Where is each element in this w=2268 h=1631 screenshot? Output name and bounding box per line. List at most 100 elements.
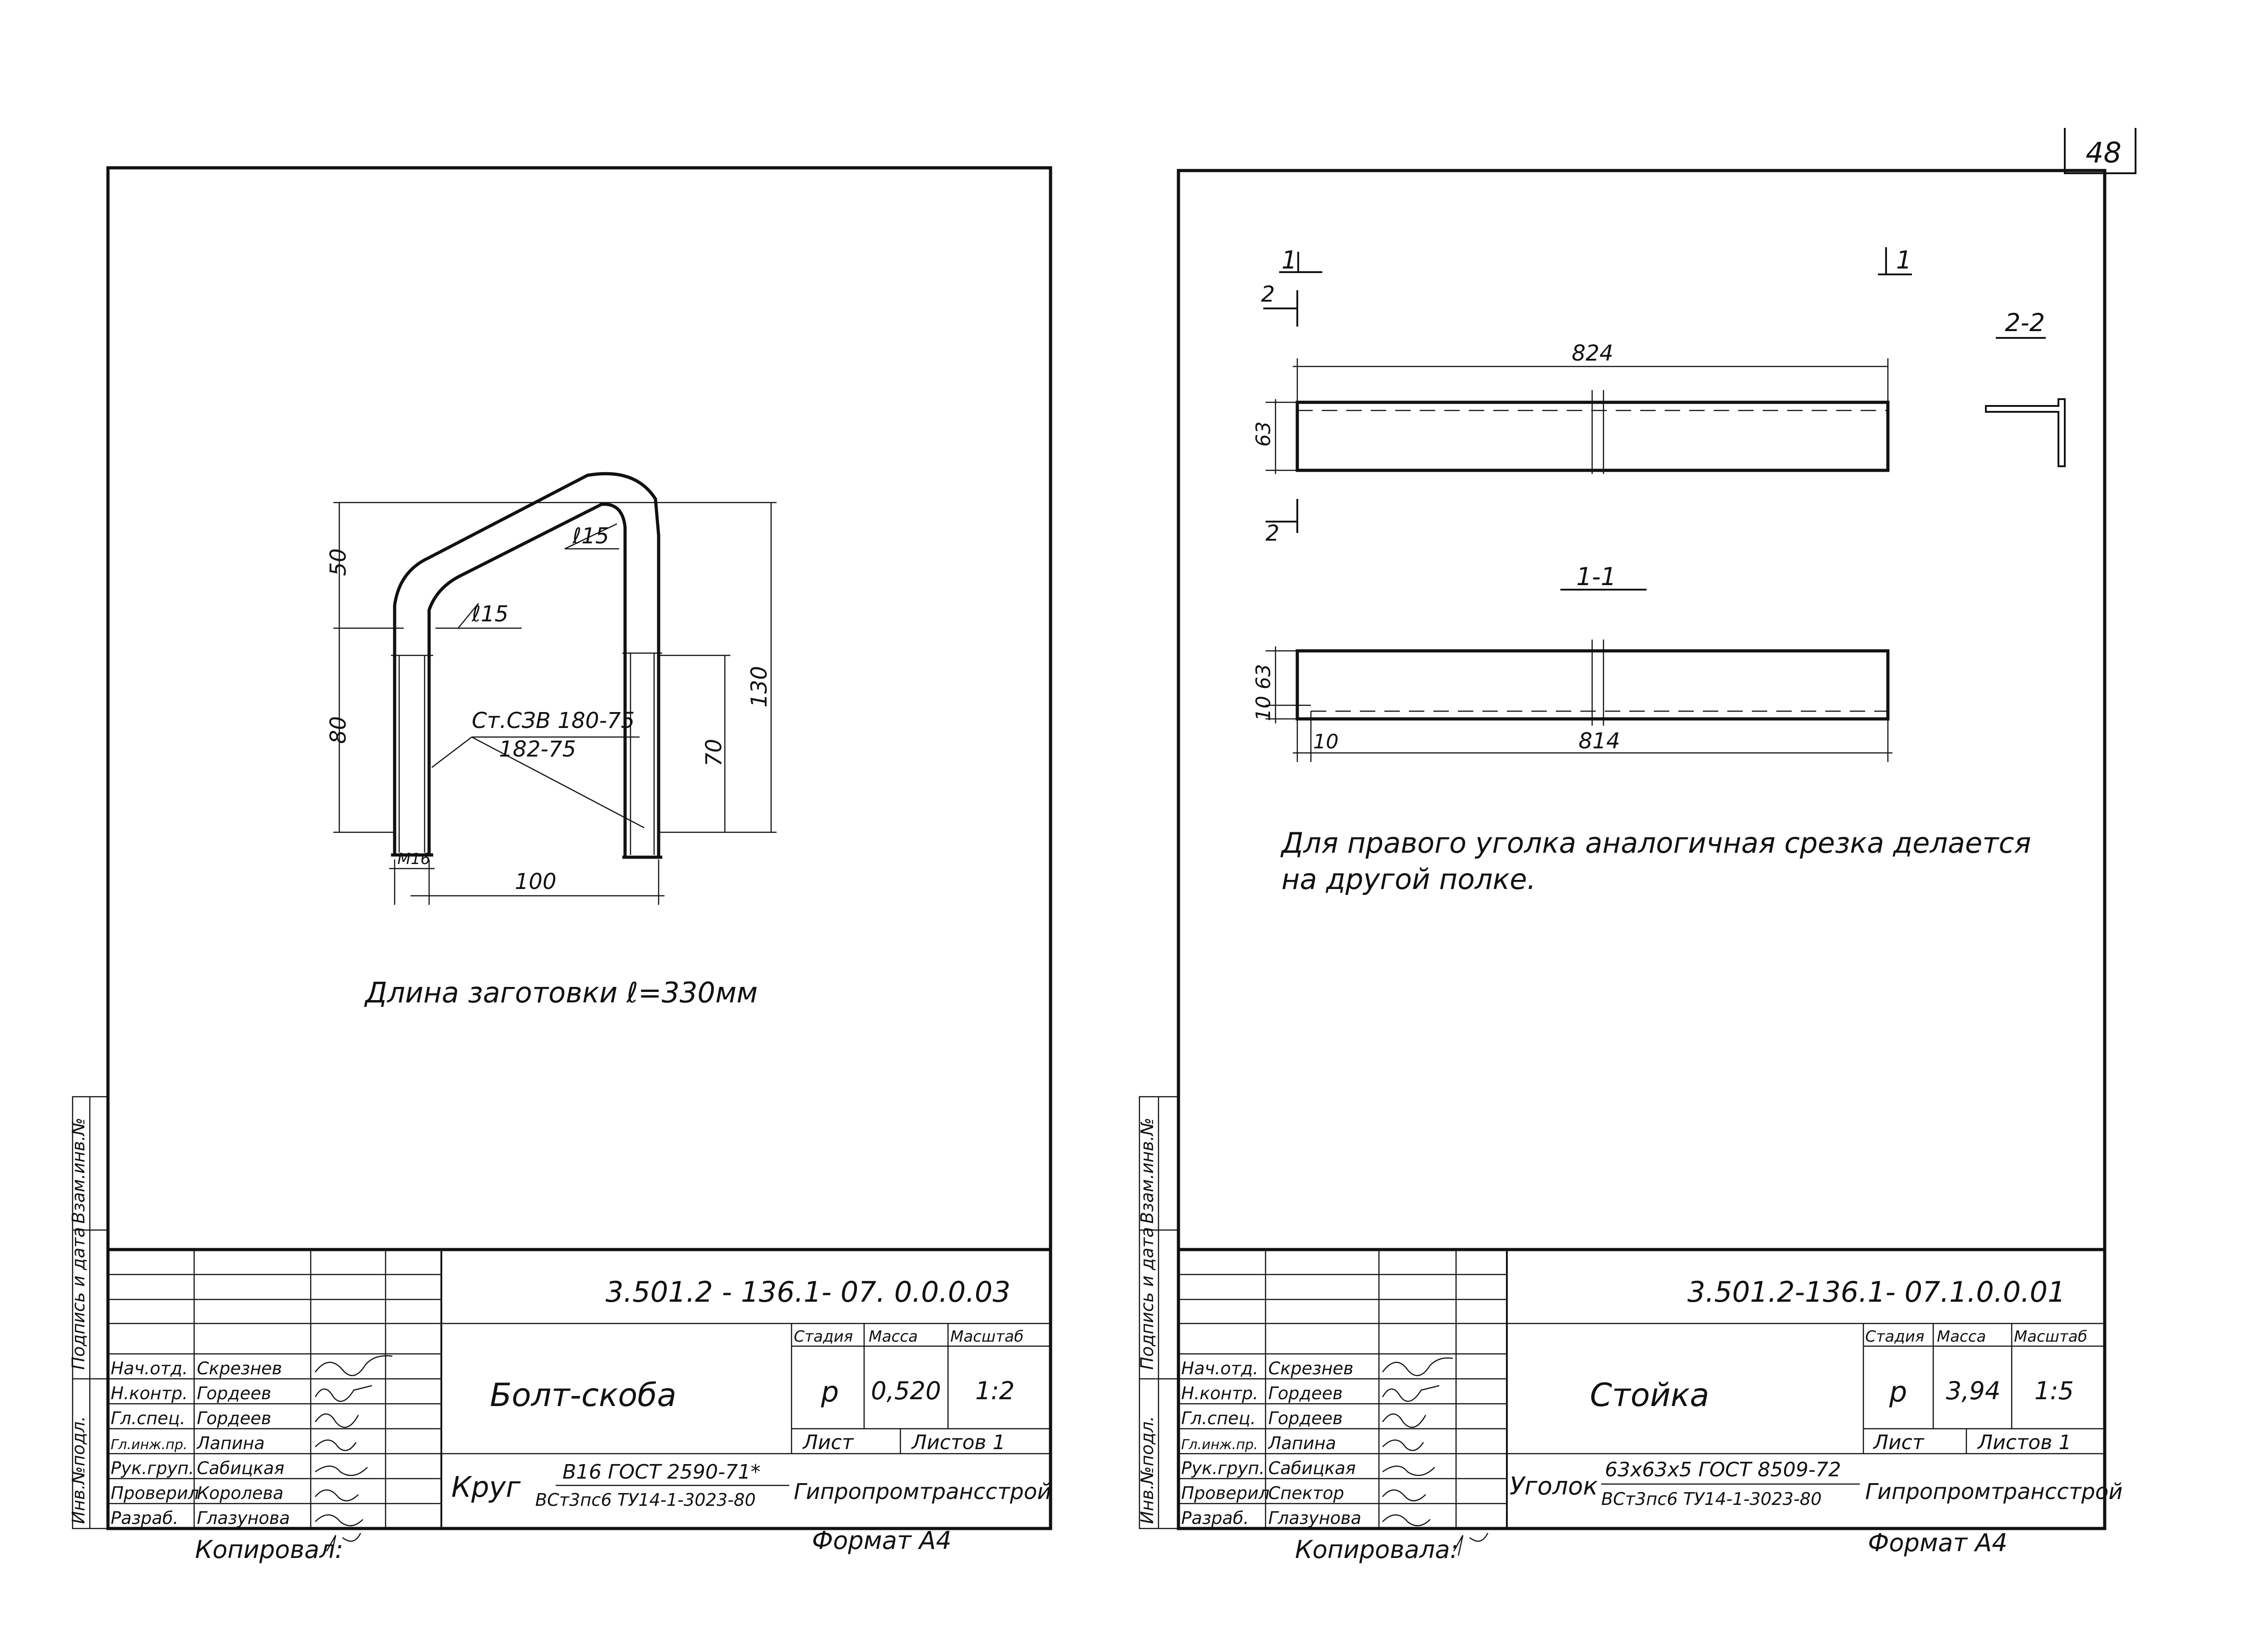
right-role-5: Проверил (1181, 1483, 1270, 1503)
left-role-2: Гл.спец. (111, 1408, 186, 1428)
right-sheet-label: Лист (1872, 1431, 1925, 1454)
left-side-label-sign-date: Подпись и дата (68, 1227, 88, 1370)
right-sheet: Инв.№подл. Подпись и дата Взам.инв.№ 1 1… (1137, 169, 2123, 1564)
right-material-std-2: ВСт3пс6 ТУ14-1-3023-80 (1601, 1489, 1822, 1509)
right-note-line1: Для правого уголка аналогичная срезка де… (1280, 826, 2031, 859)
left-role-6: Разраб. (111, 1508, 178, 1528)
left-role-4: Рук.груп. (111, 1458, 194, 1478)
left-sheet: Инв.№подл. Подпись и дата Взам.инв.№ 50 … (68, 166, 1052, 1564)
left-material-name: Круг (451, 1470, 521, 1504)
right-binding-strip: Инв.№подл. Подпись и дата Взам.инв.№ (1137, 1096, 1179, 1529)
left-scale-header: Масштаб (950, 1328, 1024, 1346)
right-sheet-frame (1177, 169, 2107, 1530)
left-sheet-frame (106, 166, 1052, 1530)
right-scale: 1:5 (2034, 1377, 2074, 1405)
left-mass-header: Масса (869, 1328, 918, 1346)
right-role-4: Рук.груп. (1181, 1458, 1265, 1478)
right-side-label-inv-podl: Инв.№подл. (1137, 1416, 1157, 1524)
left-stage: р (821, 1375, 839, 1408)
left-copied-by-signature (326, 1533, 362, 1556)
dim-824: 824 (1572, 341, 1613, 366)
dim-100: 100 (515, 869, 557, 894)
dim-63-top: 63 (1252, 421, 1275, 447)
dim-m16: М16 (397, 850, 430, 868)
right-material-name: Уголок (1510, 1472, 1598, 1500)
right-side-label-sign-date: Подпись и дата (1137, 1227, 1157, 1370)
right-mass-header: Масса (1937, 1328, 1986, 1346)
left-name-4: Сабицкая (197, 1458, 284, 1478)
right-side-label-vzam-inv: Взам.инв.№ (1137, 1118, 1157, 1224)
section-1-1-label: 1-1 (1576, 562, 1616, 591)
dim-10-63: 10 63 (1252, 664, 1275, 721)
left-name-2: Гордеев (197, 1408, 271, 1428)
left-binding-strip: Инв.№подл. Подпись и дата Взам.инв.№ (68, 1096, 109, 1529)
left-organization: Гипропромтрансстрой (794, 1479, 1051, 1504)
right-role-3: Гл.инж.пр. (1181, 1437, 1258, 1453)
section-mark-2-bottom: 2 (1266, 521, 1280, 546)
left-scale: 1:2 (975, 1377, 1015, 1405)
left-role-1: Н.контр. (111, 1383, 188, 1403)
left-copied-by: Копировал: (195, 1535, 343, 1564)
right-signatures (1382, 1357, 1453, 1526)
right-name-3: Лапина (1267, 1433, 1336, 1453)
section-2-2-label: 2-2 (2005, 308, 2045, 337)
left-sheets-label: Листов 1 (911, 1431, 1005, 1454)
right-note-line2: на другой полке. (1281, 863, 1536, 896)
left-side-label-vzam-inv: Взам.инв.№ (68, 1118, 88, 1224)
section-mark-1-left: 1 (1281, 246, 1297, 274)
right-name-1: Гордеев (1268, 1383, 1343, 1403)
dim-814: 814 (1579, 728, 1620, 754)
right-role-0: Нач.отд. (1181, 1358, 1258, 1378)
right-sheets-label: Листов 1 (1977, 1431, 2071, 1454)
dim-70: 70 (701, 739, 727, 767)
right-material-std-1: 63x63x5 ГОСТ 8509-72 (1605, 1458, 1841, 1481)
dim-50: 50 (326, 548, 351, 576)
right-role-2: Гл.спец. (1181, 1408, 1256, 1428)
right-name-5: Спектор (1268, 1483, 1344, 1503)
dim-r15-top: ℓ15 (572, 523, 609, 549)
right-name-4: Сабицкая (1268, 1458, 1356, 1478)
left-name-1: Гордеев (197, 1383, 271, 1403)
left-format: Формат А4 (812, 1526, 952, 1555)
right-role-6: Разраб. (1181, 1508, 1249, 1528)
left-title: Болт-скоба (490, 1377, 676, 1414)
left-name-0: Скрезнев (197, 1358, 282, 1378)
dim-130: 130 (747, 666, 772, 708)
left-mass: 0,520 (871, 1377, 941, 1405)
right-scale-header: Масштаб (2014, 1328, 2087, 1346)
dim-10: 10 (1313, 730, 1339, 753)
right-copied-by: Копировала: (1295, 1535, 1458, 1564)
right-format: Формат А4 (1868, 1528, 2008, 1557)
left-role-3: Гл.инж.пр. (111, 1437, 187, 1453)
section-2-2-profile (1985, 398, 2066, 467)
left-stage-header: Стадия (794, 1328, 853, 1346)
left-role-5: Проверил (111, 1483, 199, 1503)
left-side-label-inv-podl: Инв.№подл. (68, 1416, 88, 1524)
left-title-block: Нач.отд. Н.контр. Гл.спец. Гл.инж.пр. Ру… (108, 1248, 1051, 1528)
left-name-6: Глазунова (197, 1508, 290, 1528)
left-name-3: Лапина (196, 1433, 265, 1453)
angle-view-section-1-1: 10 63 10 814 (1252, 640, 1892, 762)
right-name-2: Гордеев (1268, 1408, 1343, 1428)
right-name-6: Глазунова (1268, 1508, 1361, 1528)
left-role-0: Нач.отд. (111, 1358, 188, 1378)
left-designation: 3.501.2 - 136.1- 07. 0.0.0.03 (606, 1275, 1011, 1309)
right-name-0: Скрезнев (1268, 1358, 1354, 1378)
page-number: 48 (2086, 136, 2121, 169)
angle-view-top: 824 63 (1252, 341, 1890, 474)
section-marks: 1 1 2 2 2-2 1-1 (1261, 246, 2046, 591)
right-designation: 3.501.2-136.1- 07.1.0.0.01 (1687, 1275, 2066, 1309)
right-title-block: Нач.отд. Н.контр. Гл.спец. Гл.инж.пр. Ру… (1178, 1248, 2123, 1528)
dim-80: 80 (326, 716, 351, 744)
left-name-5: Королева (197, 1483, 284, 1503)
right-stage-header: Стадия (1865, 1328, 1924, 1346)
left-signatures (314, 1355, 393, 1526)
left-sheet-label: Лист (802, 1431, 854, 1454)
page-number-box: 48 (2064, 128, 2136, 174)
dim-r15-mid: ℓ15 (471, 601, 508, 627)
material-label-line1: Ст.СЗВ 180-75 (472, 708, 635, 733)
right-mass: 3,94 (1946, 1377, 2000, 1405)
blank-length-note: Длина заготовки ℓ=330мм (364, 976, 758, 1009)
material-label-line2: 182-75 (499, 737, 576, 762)
